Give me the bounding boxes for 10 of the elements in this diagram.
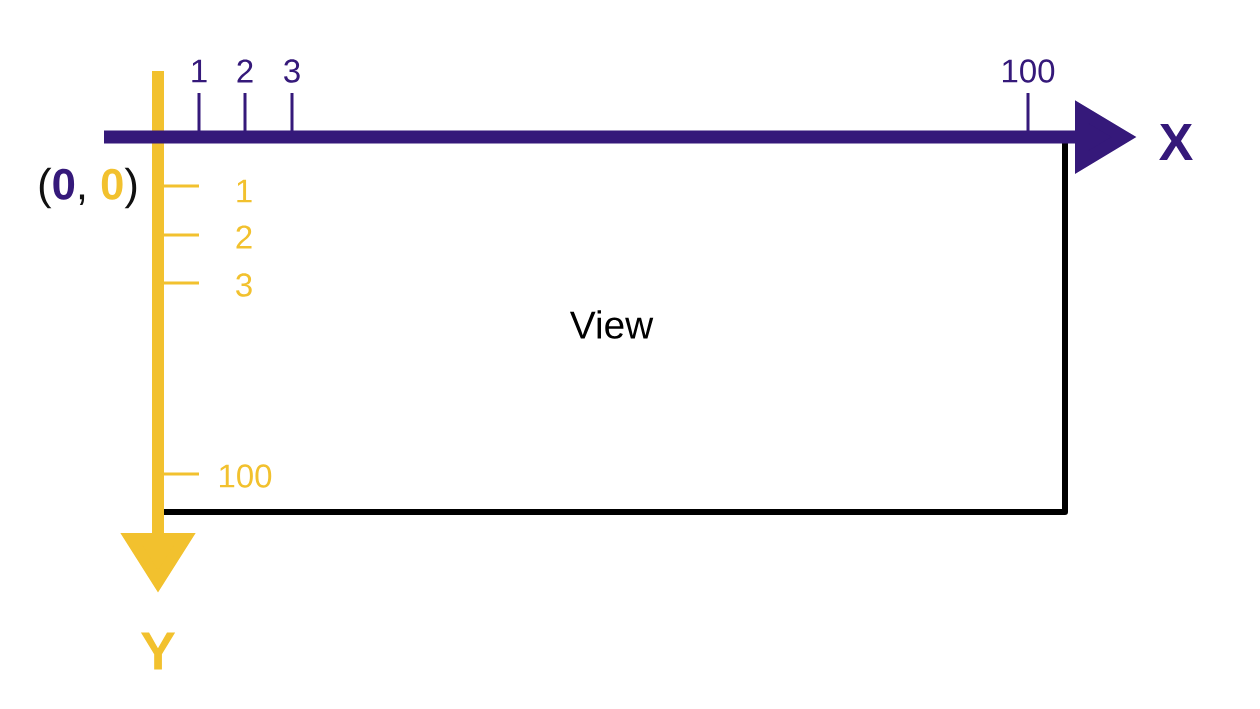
tick-label: 3 [236,273,252,297]
tick-label: 100 [1003,59,1055,83]
axis-label: X [1159,124,1193,160]
tick-label: 1 [237,179,252,203]
tick-label: 1 [192,59,207,83]
tick-label: 2 [237,59,253,83]
axis-label: Y [140,632,176,670]
tick-label: 100 [220,464,272,488]
tick-label: 2 [236,225,252,249]
tick-label: 3 [284,59,300,83]
